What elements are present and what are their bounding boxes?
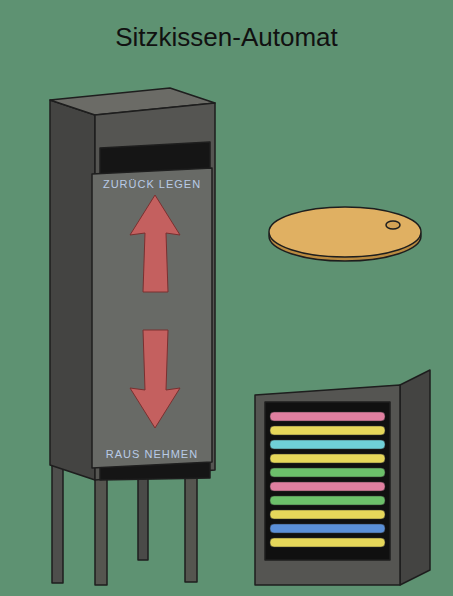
- panel: [92, 168, 212, 468]
- panel-label: RAUS NEHMEN: [106, 448, 198, 460]
- cabinet-side: [50, 100, 95, 480]
- stacked-cushion: [270, 426, 385, 435]
- cushion-hole: [386, 221, 400, 229]
- stacked-cushion: [270, 454, 385, 463]
- up-arrow: [130, 195, 180, 292]
- box-side: [400, 370, 430, 585]
- stacked-cushion: [270, 440, 385, 449]
- leg: [95, 475, 107, 585]
- control-panel: ZURÜCK LEGEN RAUS NEHMEN: [96, 172, 208, 466]
- cushion: [269, 207, 421, 257]
- stacked-cushion: [270, 524, 385, 533]
- stacked-cushion: [270, 412, 385, 421]
- box-front: [255, 385, 400, 585]
- stacked-cushion: [270, 468, 385, 477]
- leg: [138, 470, 148, 560]
- stacked-cushion: [270, 510, 385, 519]
- leg: [52, 465, 63, 583]
- leg: [185, 470, 197, 582]
- title: Sitzkissen-Automat: [0, 22, 453, 53]
- box-inside: [265, 402, 390, 560]
- panel-label: ZURÜCK LEGEN: [103, 178, 201, 190]
- stacked-cushion: [270, 496, 385, 505]
- down-arrow: [130, 330, 180, 428]
- stacked-cushion: [270, 538, 385, 547]
- stacked-cushion: [270, 482, 385, 491]
